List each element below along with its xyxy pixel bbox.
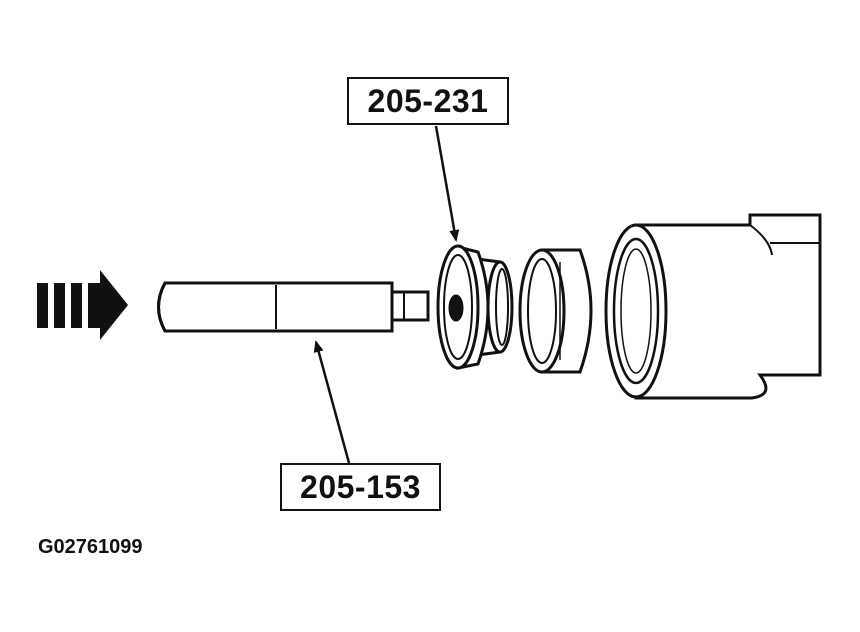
bearing-ring (518, 248, 593, 374)
leader-arrow-top (434, 125, 460, 242)
figure-id: G02761099 (38, 536, 143, 558)
housing-tube (604, 213, 822, 400)
direction-arrow-icon (37, 270, 128, 340)
leader-arrows (313, 125, 460, 464)
installer-shaft (157, 281, 430, 333)
adapter-tool (436, 244, 514, 370)
tool-label-205-231: 205-231 (347, 77, 509, 125)
tool-label-205-153: 205-153 (280, 463, 441, 511)
leader-arrow-bottom (313, 340, 351, 464)
